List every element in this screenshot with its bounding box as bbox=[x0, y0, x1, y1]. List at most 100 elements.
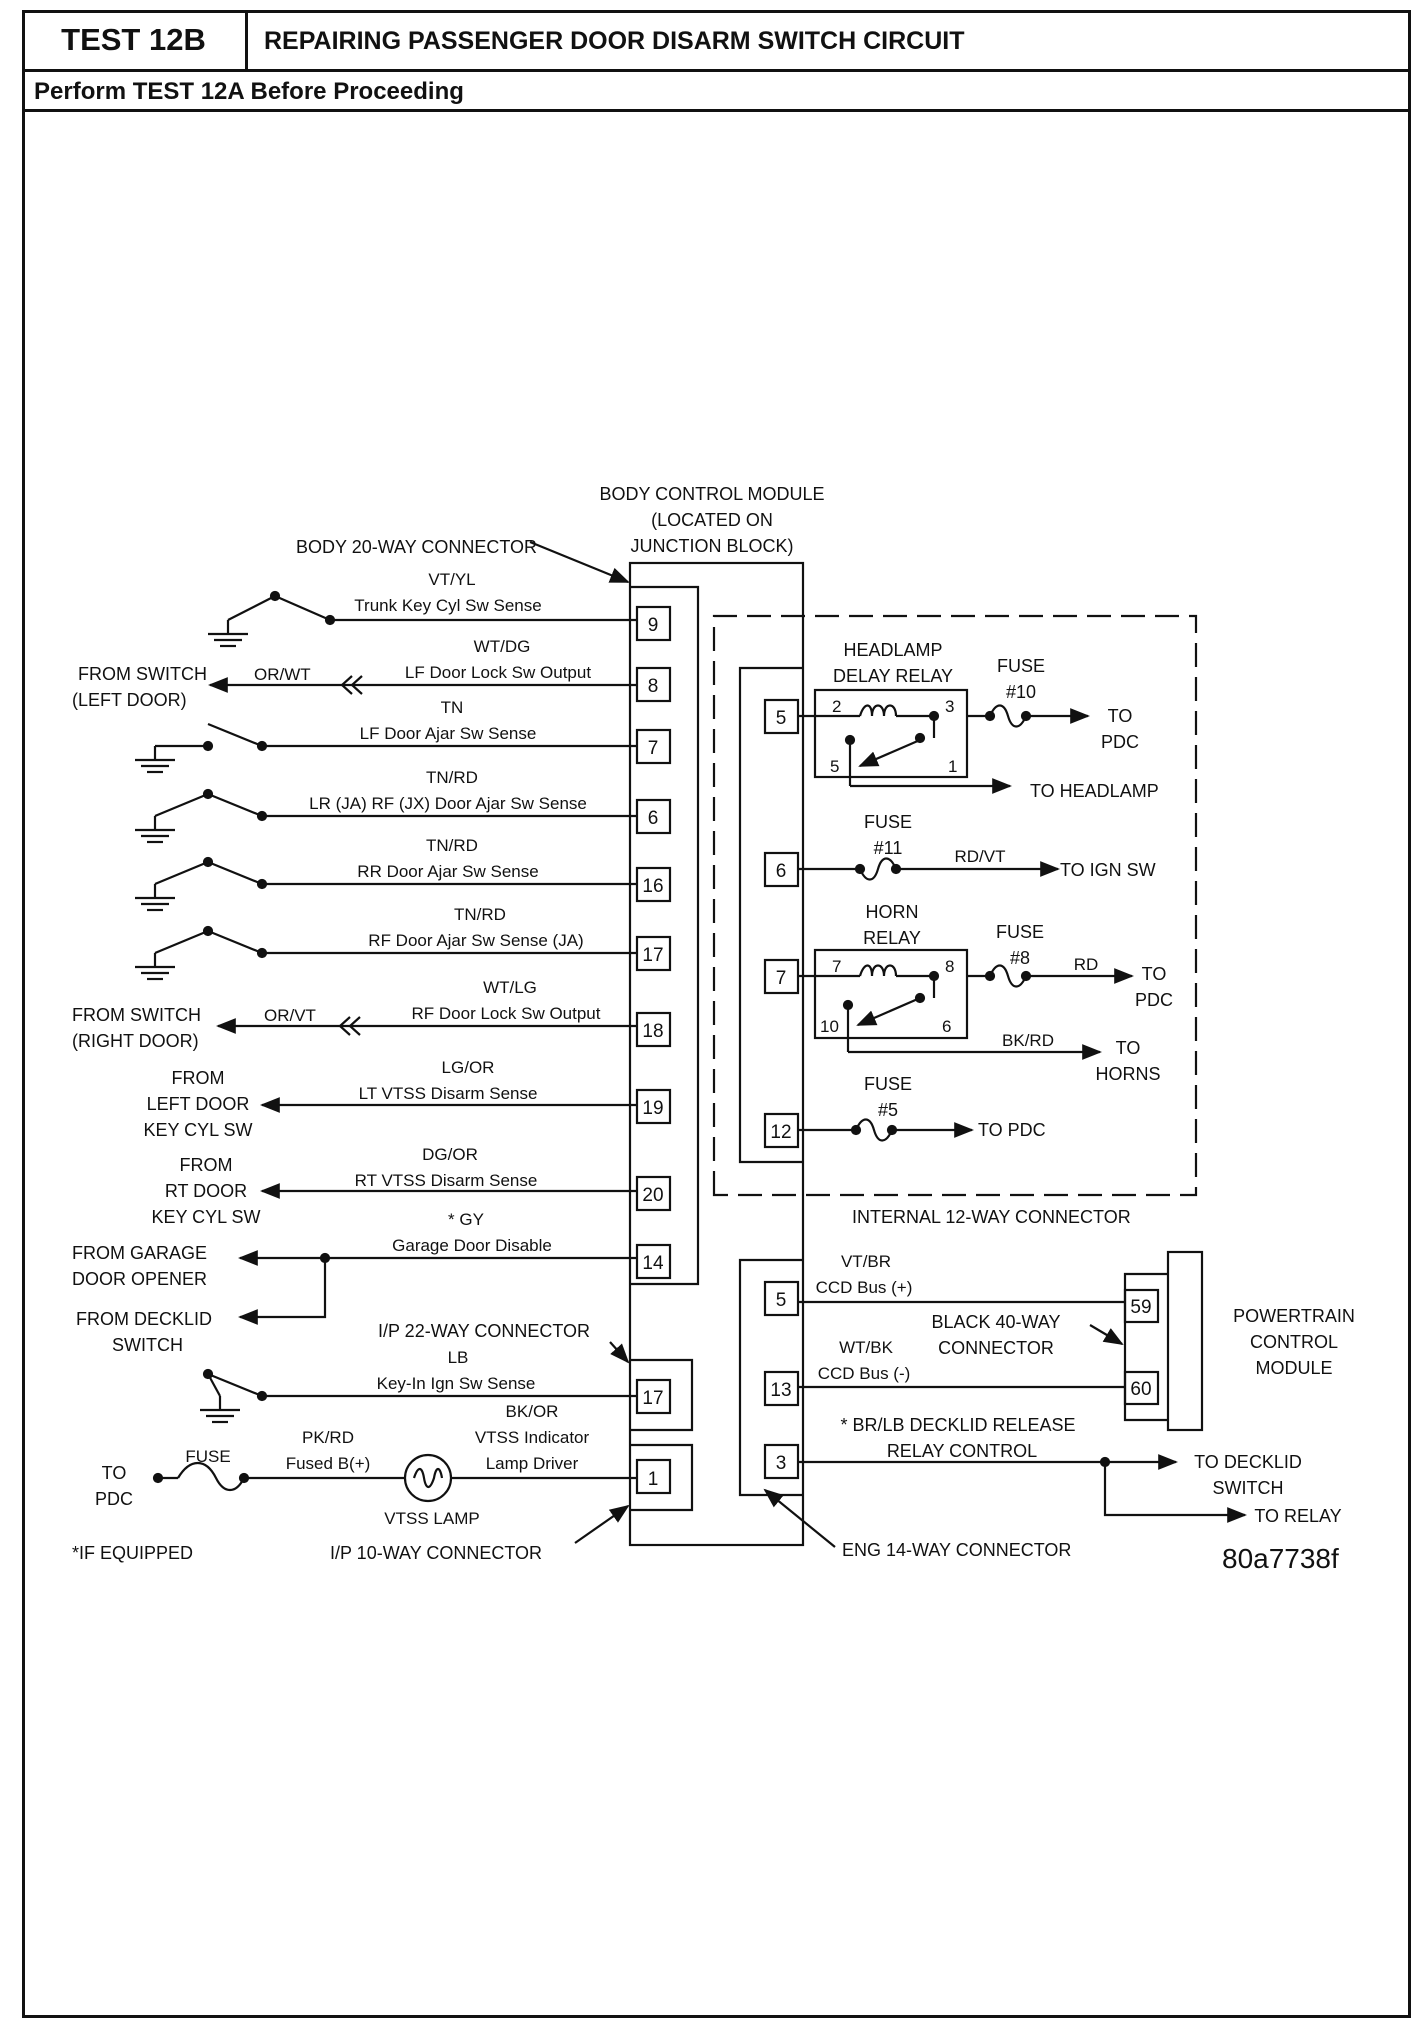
figure-id: 80a7738f bbox=[1222, 1543, 1339, 1574]
internal-pin-6: 6 bbox=[776, 861, 787, 882]
circuit-name-pin20: RT VTSS Disarm Sense bbox=[355, 1171, 538, 1190]
circuit-name-ip10-1b: Lamp Driver bbox=[486, 1454, 579, 1473]
fuse10-label-1: FUSE bbox=[997, 656, 1045, 676]
to-decklid-1: TO DECKLID bbox=[1194, 1452, 1302, 1472]
hl-relay-pin-3: 3 bbox=[945, 697, 954, 716]
to-ign-sw: TO IGN SW bbox=[1060, 860, 1156, 880]
headlamp-relay-label-1: HEADLAMP bbox=[843, 640, 942, 660]
pin-16: 16 bbox=[642, 876, 663, 897]
circuit-name-pin6: LR (JA) RF (JX) Door Ajar Sw Sense bbox=[309, 794, 587, 813]
source-garage-2: DOOR OPENER bbox=[72, 1269, 207, 1289]
internal-pin-5: 5 bbox=[776, 708, 787, 729]
pcm-label-3: MODULE bbox=[1255, 1358, 1332, 1378]
bcm-outline bbox=[628, 561, 805, 1547]
fuse5-label-2: #5 bbox=[878, 1100, 898, 1120]
test-header: TEST 12B REPAIRING PASSENGER DOOR DISARM… bbox=[22, 10, 1411, 72]
prerequisite-note: Perform TEST 12A Before Proceeding bbox=[34, 78, 464, 105]
pcm-pin-60: 60 bbox=[1130, 1379, 1151, 1400]
vtss-lamp-label: VTSS LAMP bbox=[384, 1509, 479, 1528]
ip22-label: I/P 22-WAY CONNECTOR bbox=[378, 1321, 590, 1341]
horn-relay-pin-10: 10 bbox=[820, 1017, 839, 1036]
feed-dest-1: TO bbox=[102, 1463, 127, 1483]
source-right-key-1: FROM bbox=[180, 1155, 233, 1175]
source-right-door-2: (RIGHT DOOR) bbox=[72, 1031, 199, 1051]
ip10-bracket bbox=[630, 1443, 694, 1512]
circuit-name-pin19: LT VTSS Disarm Sense bbox=[359, 1084, 538, 1103]
headlamp-relay-label-2: DELAY RELAY bbox=[833, 666, 953, 686]
circuit-name-pin17: RF Door Ajar Sw Sense (JA) bbox=[368, 931, 583, 950]
internal-12way-label: INTERNAL 12-WAY CONNECTOR bbox=[852, 1207, 1131, 1227]
page-frame bbox=[22, 10, 1411, 2018]
ccd-bus-plus: CCD Bus (+) bbox=[816, 1278, 913, 1297]
wire-rd: RD bbox=[1074, 955, 1099, 974]
pin-18: 18 bbox=[642, 1021, 663, 1042]
hl-relay-pin-5: 5 bbox=[830, 757, 839, 776]
fuse8-label-2: #8 bbox=[1010, 948, 1030, 968]
harness-wire-left: OR/WT bbox=[254, 665, 311, 684]
horn-relay-label-1: HORN bbox=[866, 902, 919, 922]
to-pdc-c: TO PDC bbox=[978, 1120, 1046, 1140]
circuit-name-pin14: Garage Door Disable bbox=[392, 1236, 552, 1255]
wire-color-pin14: * GY bbox=[448, 1210, 484, 1229]
to-decklid-2: SWITCH bbox=[1213, 1478, 1284, 1498]
pin-20: 20 bbox=[642, 1185, 663, 1206]
to-relay: TO RELAY bbox=[1254, 1506, 1341, 1526]
wire-color-ip10-1: BK/OR bbox=[506, 1402, 559, 1421]
to-pdc-b-1: TO bbox=[1142, 964, 1167, 984]
fuse8-label-1: FUSE bbox=[996, 922, 1044, 942]
circuit-name-ip22-17: Key-In Ign Sw Sense bbox=[377, 1374, 536, 1393]
decklid-release-2: RELAY CONTROL bbox=[887, 1441, 1037, 1461]
circuit-name-pin16: RR Door Ajar Sw Sense bbox=[357, 862, 538, 881]
to-pdc-b-2: PDC bbox=[1135, 990, 1173, 1010]
wire-wtbk: WT/BK bbox=[839, 1338, 893, 1357]
to-pdc-a-1: TO bbox=[1108, 706, 1133, 726]
wire-color-pin8: WT/DG bbox=[474, 637, 531, 656]
wire-color-pin18: WT/LG bbox=[483, 978, 537, 997]
horn-relay-pin-6: 6 bbox=[942, 1017, 951, 1036]
black-40way-2: CONNECTOR bbox=[938, 1338, 1054, 1358]
pin-ip10-1: 1 bbox=[648, 1469, 659, 1490]
wire-color-pin7: TN bbox=[441, 698, 464, 717]
pin-7: 7 bbox=[648, 738, 659, 759]
eng14-bracket bbox=[738, 1258, 803, 1497]
body-20way-label: BODY 20-WAY CONNECTOR bbox=[296, 537, 537, 557]
hl-relay-pin-2: 2 bbox=[832, 697, 841, 716]
source-left-door-1: FROM SWITCH bbox=[78, 664, 207, 684]
wire-color-pin20: DG/OR bbox=[422, 1145, 478, 1164]
to-horns-2: HORNS bbox=[1095, 1064, 1160, 1084]
bcm-title-3: JUNCTION BLOCK) bbox=[630, 536, 793, 556]
decklid-release-1: * BR/LB DECKLID RELEASE bbox=[840, 1415, 1075, 1435]
pcm-pin-59: 59 bbox=[1130, 1297, 1151, 1318]
body-20way-bracket bbox=[630, 585, 700, 1286]
wire-color-pin19: LG/OR bbox=[442, 1058, 495, 1077]
pin-ip22-17: 17 bbox=[642, 1388, 663, 1409]
ccd-bus-minus: CCD Bus (-) bbox=[818, 1364, 911, 1383]
pin-19: 19 bbox=[642, 1098, 663, 1119]
test-title: REPAIRING PASSENGER DOOR DISARM SWITCH C… bbox=[264, 27, 965, 55]
eng-pin-5: 5 bbox=[776, 1290, 787, 1311]
bcm-title-2: (LOCATED ON bbox=[651, 510, 773, 530]
source-left-key-2: LEFT DOOR bbox=[147, 1094, 250, 1114]
to-headlamp: TO HEADLAMP bbox=[1030, 781, 1159, 801]
feed-fuse-label: FUSE bbox=[185, 1447, 230, 1466]
wire-bkrd: BK/RD bbox=[1002, 1031, 1054, 1050]
harness-wire-right: OR/VT bbox=[264, 1006, 316, 1025]
fuse10-label-2: #10 bbox=[1006, 682, 1036, 702]
horn-relay-label-2: RELAY bbox=[863, 928, 921, 948]
horn-relay-pin-8: 8 bbox=[945, 957, 954, 976]
pcm-label-2: CONTROL bbox=[1250, 1332, 1338, 1352]
source-decklid-1: FROM DECKLID bbox=[76, 1309, 212, 1329]
pcm-outline bbox=[1166, 1250, 1204, 1432]
pin-6: 6 bbox=[648, 808, 659, 829]
source-left-key-3: KEY CYL SW bbox=[143, 1120, 252, 1140]
source-garage-1: FROM GARAGE bbox=[72, 1243, 207, 1263]
feed-wire-color: PK/RD bbox=[302, 1428, 354, 1447]
feed-circuit-name: Fused B(+) bbox=[286, 1454, 371, 1473]
ip22-bracket bbox=[630, 1358, 694, 1432]
wire-color-pin17: TN/RD bbox=[454, 905, 506, 924]
horn-relay-pin-7: 7 bbox=[832, 957, 841, 976]
to-pdc-a-2: PDC bbox=[1101, 732, 1139, 752]
wire-color-ip22-17: LB bbox=[448, 1348, 469, 1367]
